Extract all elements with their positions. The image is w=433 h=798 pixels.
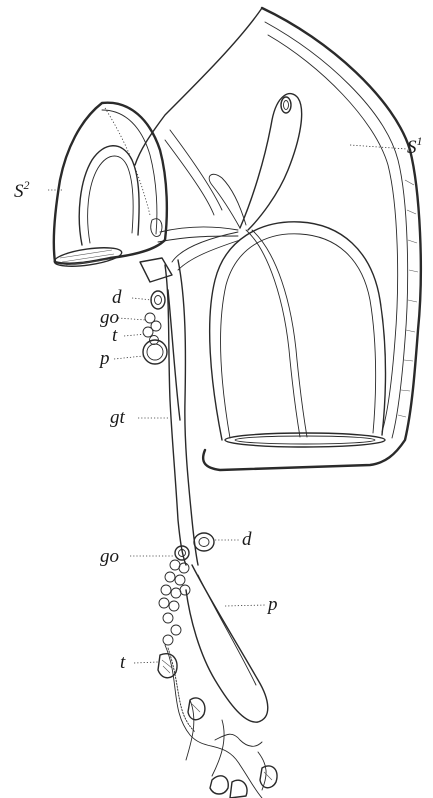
lower-cormidium xyxy=(158,533,268,722)
label-s2: S2 xyxy=(14,178,30,202)
label-s1: S1 xyxy=(407,134,423,158)
label-d-lower: d xyxy=(242,529,252,550)
label-d-upper: d xyxy=(112,287,122,308)
stem xyxy=(143,232,240,565)
label-t-upper: t xyxy=(112,325,118,346)
label-gt: gt xyxy=(110,407,126,428)
label-t-lower: t xyxy=(120,652,126,673)
label-p-lower: p xyxy=(266,594,278,615)
label-p-upper: p xyxy=(98,348,110,369)
labels: S1 S2 d go t p gt go d p t xyxy=(14,134,423,673)
label-go-lower: go xyxy=(100,546,119,567)
